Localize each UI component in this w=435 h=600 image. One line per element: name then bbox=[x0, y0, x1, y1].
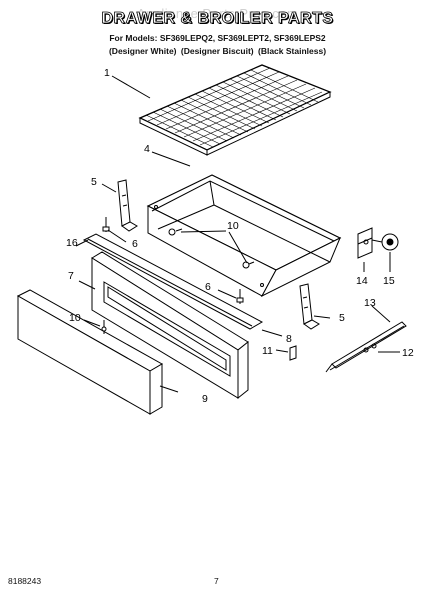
callout-5-right: 5 bbox=[339, 312, 345, 324]
glide-bracket bbox=[357, 227, 373, 259]
callout-13: 13 bbox=[364, 297, 376, 309]
callout-10-panel: 10 bbox=[69, 312, 81, 324]
callout-15: 15 bbox=[383, 275, 395, 287]
callout-14: 14 bbox=[356, 275, 368, 287]
callout-9: 9 bbox=[202, 393, 208, 405]
callout-1: 1 bbox=[104, 67, 110, 79]
drawer-glide-rail bbox=[325, 321, 407, 373]
callout-6-right: 6 bbox=[205, 281, 211, 293]
support-screws bbox=[102, 217, 244, 304]
drawer-screws bbox=[168, 228, 255, 269]
callout-7: 7 bbox=[68, 270, 74, 282]
callout-5-left: 5 bbox=[91, 176, 97, 188]
watermark: Appliance Parts Pros.com bbox=[136, 6, 299, 21]
page-title: DRAWER & BROILER PARTS bbox=[101, 10, 334, 28]
drawer-front-inner-panel bbox=[91, 251, 249, 400]
drawer-front-outer-panel bbox=[16, 289, 164, 415]
page-number: 7 bbox=[214, 576, 219, 586]
callout-12: 12 bbox=[402, 347, 414, 359]
callout-6-left: 6 bbox=[132, 238, 138, 250]
variant-white: (Designer White) bbox=[108, 46, 177, 56]
callout-4: 4 bbox=[144, 143, 150, 155]
document-number: 8188243 bbox=[8, 576, 42, 586]
color-variants: (Designer White) (Designer Biscuit) (Bla… bbox=[0, 46, 435, 56]
variant-stainless: (Black Stainless) bbox=[258, 46, 327, 56]
callout-16: 16 bbox=[66, 237, 78, 249]
callout-11: 11 bbox=[262, 345, 273, 357]
drawer-slide-bracket-right bbox=[299, 283, 320, 330]
drawer-support-bar bbox=[82, 233, 264, 330]
callout-10-drawer: 10 bbox=[227, 220, 239, 232]
broiler-rack bbox=[138, 64, 332, 156]
model-list: For Models: SF369LEPQ2, SF369LEPT2, SF36… bbox=[109, 33, 326, 43]
callout-8: 8 bbox=[286, 333, 292, 345]
drawer-slide-bracket-left bbox=[117, 179, 138, 232]
drawer-body bbox=[146, 174, 342, 298]
variant-biscuit: (Designer Biscuit) bbox=[180, 46, 254, 56]
glide-roller bbox=[371, 233, 399, 251]
drawer-clip bbox=[289, 345, 297, 361]
panel-screw bbox=[101, 320, 107, 334]
